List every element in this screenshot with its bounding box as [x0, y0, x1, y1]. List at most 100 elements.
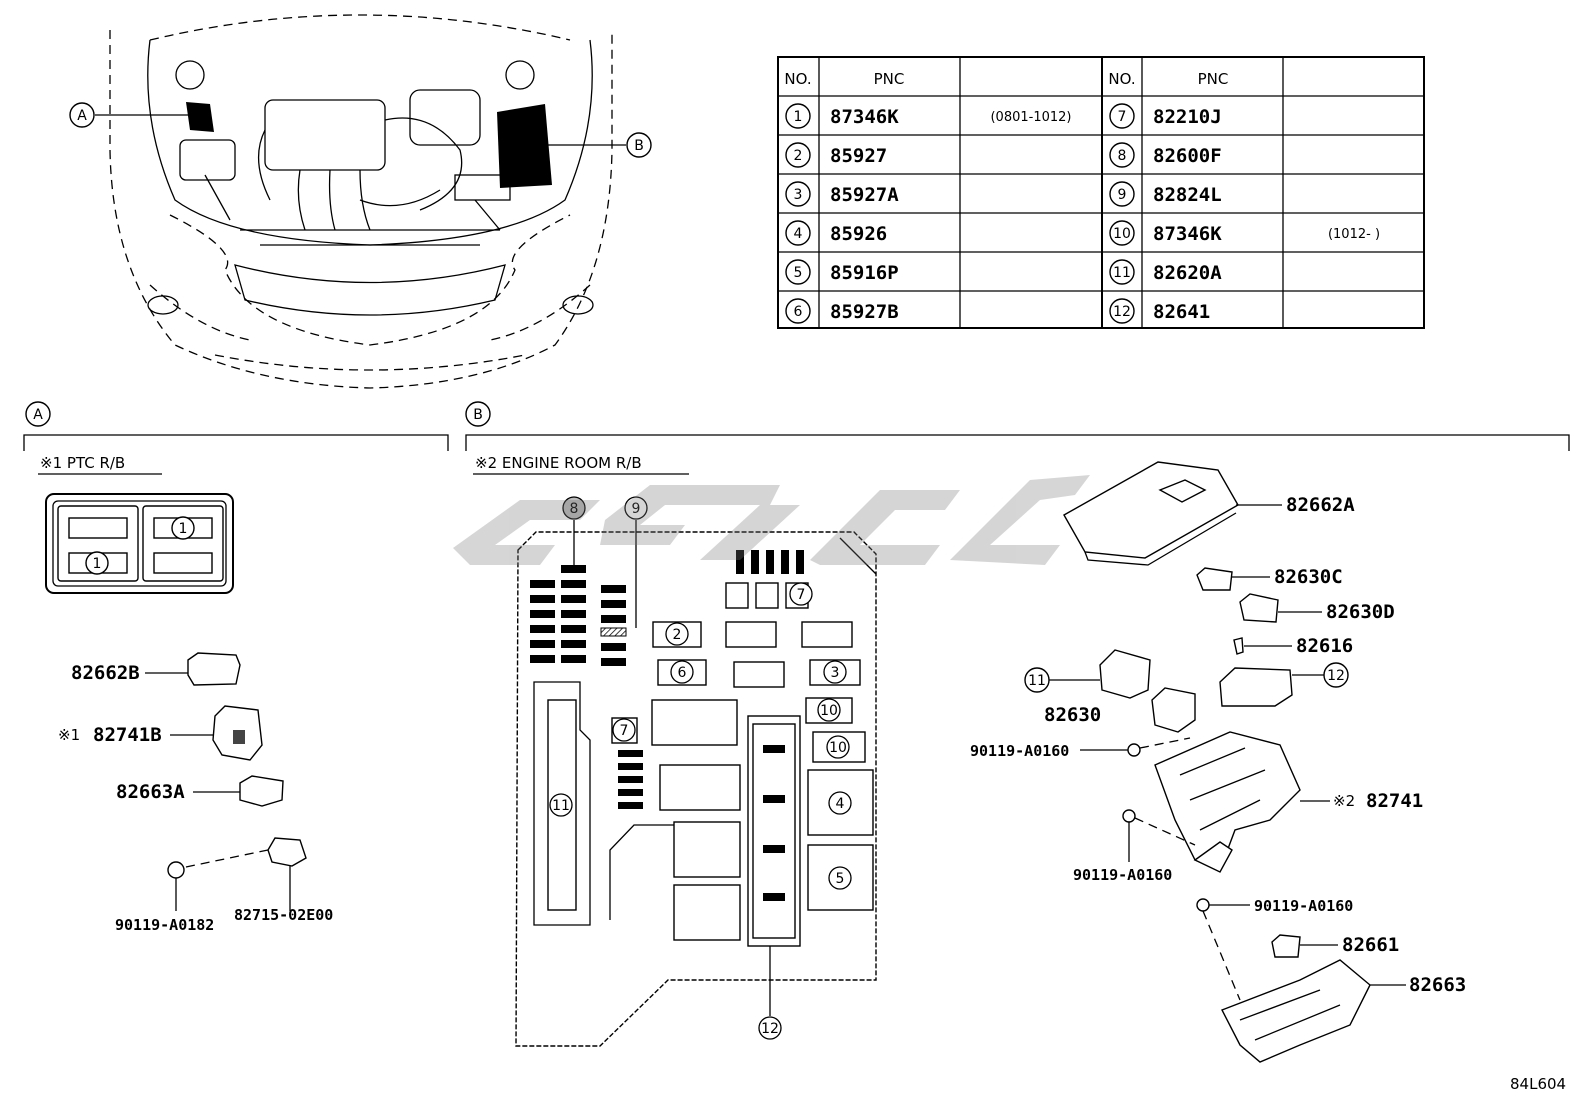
part-82741: ※2 82741 [1154, 731, 1423, 873]
pnc-cell: 82824L [1153, 184, 1222, 206]
row-number-circle [785, 298, 811, 324]
note-mark: ※2 [1333, 792, 1355, 810]
row-number: 5 [794, 265, 803, 281]
callout-circle [670, 660, 694, 684]
part-label: 82741B [93, 724, 162, 746]
part-label: 90119-A0160 [1254, 897, 1353, 915]
callout-number: 6 [678, 665, 687, 681]
table-header-cell: NO. [1108, 70, 1135, 88]
callout-circle [789, 582, 813, 606]
row-number: 11 [1113, 265, 1131, 281]
callout-number: 7 [620, 723, 629, 739]
part-label: 82663 [1409, 974, 1466, 996]
part-label: 90119-A0160 [970, 742, 1069, 760]
watermark-logo [453, 475, 1090, 565]
row-number-circle [1109, 181, 1135, 207]
part-label: 90119-A0160 [1073, 866, 1172, 884]
callout-circle [758, 1016, 782, 1040]
pnc-cell: 82641 [1153, 301, 1210, 323]
row-number: 6 [794, 304, 803, 320]
row-number: 3 [794, 187, 803, 203]
callout-circle [562, 496, 586, 520]
pnc-cell: 85927 [830, 145, 887, 167]
ptc-box-callout: 1 [179, 521, 188, 537]
row-number-circle [785, 181, 811, 207]
diagram-id: 84L604 [1510, 1075, 1566, 1093]
part-callout-11: 11 [1024, 649, 1151, 699]
part-82630: 82630 [1044, 687, 1196, 733]
callout-a-label: A [77, 108, 87, 124]
row-number: 12 [1113, 304, 1131, 320]
part-82662A: 82662A [1063, 461, 1355, 566]
part-label: 82661 [1342, 934, 1399, 956]
section-a-marker-label: A [33, 407, 43, 423]
row-number-circle [785, 259, 811, 285]
callout-number: 7 [797, 587, 806, 603]
callout-circle [817, 698, 841, 722]
section-b: B ※2 ENGINE ROOM R/B [465, 401, 1570, 1063]
callout-b-circle [626, 132, 652, 158]
pnc-cell: 87346K [1153, 223, 1222, 245]
engine-room-relay-location [497, 104, 552, 188]
callout-circle [549, 793, 573, 817]
callout-number: 5 [836, 871, 845, 887]
callout-number: 9 [632, 501, 641, 517]
part-callout-12: 12 [1219, 662, 1349, 707]
table-header-cell: NO. [784, 70, 811, 88]
callout-circle [828, 866, 852, 890]
callout-circle [624, 496, 648, 520]
pnc-cell: 85926 [830, 223, 887, 245]
part-label: 90119-A0182 [115, 916, 214, 934]
part-label: 82741 [1366, 790, 1423, 812]
part-82663: 82663 [1221, 959, 1466, 1063]
row-number: 4 [794, 226, 803, 242]
row-number-circle [1109, 298, 1135, 324]
part-label: 82630 [1044, 704, 1101, 726]
part-82630C: 82630C [1196, 566, 1343, 591]
callout-circle [665, 622, 689, 646]
callout-number: 12 [761, 1021, 779, 1037]
section-a-title: ※1 PTC R/B [40, 454, 125, 472]
pnc-cell: 85927A [830, 184, 899, 206]
note-mark: ※1 [58, 726, 80, 744]
callout-circle [612, 718, 636, 742]
engine-room-relay-block [515, 520, 877, 1047]
section-b-marker [465, 401, 491, 427]
note-cell: (1012- ) [1328, 227, 1380, 242]
part-82616: 82616 [1233, 635, 1353, 657]
ptc-relay-location [186, 102, 214, 132]
part-bolt-2: 90119-A0160 [1073, 809, 1196, 884]
part-label: 82715-02E00 [234, 906, 333, 924]
callout-label: 11 [1028, 673, 1046, 689]
part-82741B: ※1 82741B [58, 705, 263, 761]
callout-number: 11 [552, 798, 570, 814]
callout-circle [828, 791, 852, 815]
part-82661: 82661 [1271, 934, 1399, 958]
row-number-circle [1109, 220, 1135, 246]
callout-number: 2 [673, 627, 682, 643]
callout-circle [823, 660, 847, 684]
pnc-cell: 82620A [1153, 262, 1222, 284]
pnc-cell: 87346K [830, 106, 899, 128]
engine-bay-overview: A B [69, 14, 652, 389]
part-82662B: 82662B [71, 652, 241, 686]
part-label: 82662A [1286, 494, 1355, 516]
part-label: 82616 [1296, 635, 1353, 657]
row-number: 7 [1118, 109, 1127, 125]
row-number: 1 [794, 109, 803, 125]
part-label: 82630C [1274, 566, 1343, 588]
callout-number: 10 [829, 740, 847, 756]
callout-circle [826, 735, 850, 759]
table-header-cell: PNC [1198, 70, 1229, 88]
row-number: 10 [1113, 226, 1131, 242]
part-label: 82663A [116, 781, 185, 803]
row-number-circle [1109, 259, 1135, 285]
row-number-circle [785, 220, 811, 246]
note-cell: (0801-1012) [990, 110, 1071, 125]
